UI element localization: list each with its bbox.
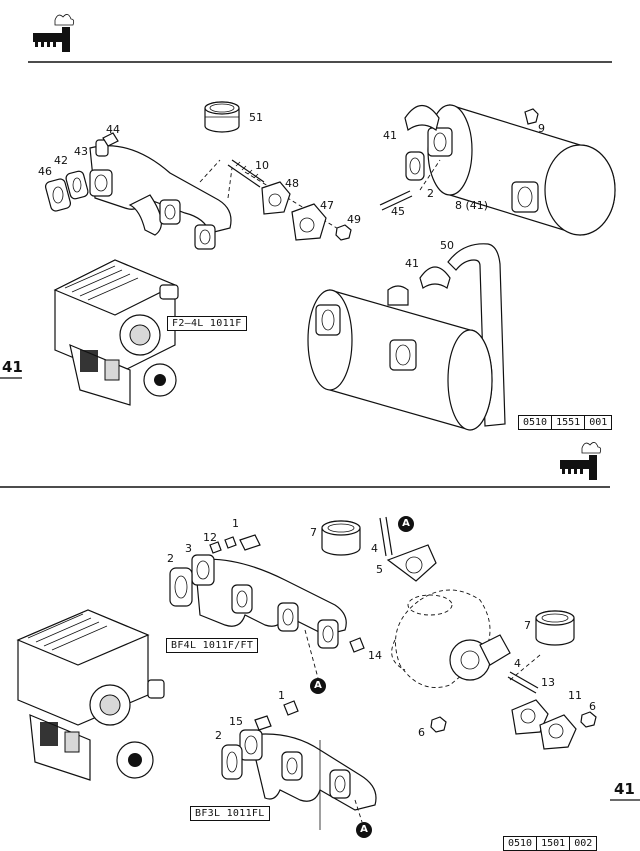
stud-4-lower: [507, 671, 539, 694]
callout-4: 4: [371, 542, 378, 555]
section-number-right: 41: [614, 780, 635, 798]
section-number-left: 41: [2, 358, 23, 376]
seal-ring-51: [204, 101, 240, 133]
callout-4-lower: 4: [514, 657, 521, 670]
callout-9: 9: [538, 122, 545, 135]
catalog-footer-icon-top: [560, 442, 602, 480]
callout-5: 5: [376, 563, 383, 576]
callout-2-bf3l: 2: [215, 729, 222, 742]
callout-13: 13: [541, 676, 555, 689]
callout-42: 42: [54, 154, 68, 167]
stud-4-upper: [379, 516, 393, 557]
plug-14: [349, 637, 365, 653]
engine-label-bf4l: BF4L 1011F/FT: [166, 638, 259, 653]
marker-a-lower: A: [356, 822, 372, 838]
catalog-header-icon: [33, 14, 75, 52]
muffler-lower-top: [307, 285, 493, 431]
callout-2-bottom: 2: [167, 552, 174, 565]
callout-6-lower: 6: [418, 726, 425, 739]
exhaust-manifold-bf4l: [191, 534, 347, 649]
flange-11: [539, 714, 577, 750]
plug-1-bf3l: [283, 700, 299, 716]
callout-47: 47: [320, 199, 334, 212]
callout-48: 48: [285, 177, 299, 190]
muffler-top: [427, 104, 616, 236]
clamp-41: [404, 104, 440, 132]
callout-41-lower: 41: [405, 257, 419, 270]
seal-ring-7-lower: [535, 610, 575, 646]
callout-12: 12: [203, 531, 217, 544]
engine-illustration-bottom: [16, 609, 165, 781]
callout-44: 44: [106, 123, 120, 136]
exhaust-manifold-bf3l: [239, 715, 377, 811]
clamp-41-lower: [419, 266, 451, 289]
callout-1-bf3l: 1: [278, 689, 285, 702]
gasket-2-bottom: [169, 567, 193, 607]
callout-1: 1: [232, 517, 239, 530]
nut-6: [580, 711, 597, 728]
stud-45: [379, 190, 413, 211]
callout-3: 3: [185, 542, 192, 555]
nut-6-lower: [430, 716, 447, 733]
flange-5: [386, 544, 437, 582]
callout-50: 50: [440, 239, 454, 252]
callout-7-lower: 7: [524, 619, 531, 632]
callout-14: 14: [368, 649, 382, 662]
engine-label-bf3l: BF3L 1011FL: [190, 806, 270, 821]
callout-15: 15: [229, 715, 243, 728]
gasket-2-bf3l: [221, 744, 243, 780]
exhaust-manifold-top: [89, 139, 232, 250]
callout-7: 7: [310, 526, 317, 539]
marker-a-middle: A: [310, 678, 326, 694]
flange-47: [291, 203, 327, 241]
gasket-2: [405, 151, 425, 181]
callout-2: 2: [427, 187, 434, 200]
marker-a-upper: A: [398, 516, 414, 532]
engine-illustration-top: [53, 259, 179, 406]
callout-46: 46: [38, 165, 52, 178]
callout-49: 49: [347, 213, 361, 226]
gasket-48: [261, 181, 291, 215]
callout-41: 41: [383, 129, 397, 142]
callout-11: 11: [568, 689, 582, 702]
nut-49: [335, 224, 352, 241]
callout-51: 51: [249, 111, 263, 124]
seal-ring-7-upper: [321, 520, 361, 556]
callout-8-41: 8 (41): [455, 199, 489, 212]
callout-45: 45: [391, 205, 405, 218]
stud-10: [227, 159, 265, 188]
callout-43: 43: [74, 145, 88, 158]
turbocharger: [391, 589, 511, 688]
engine-label-f2-4l: F2–4L 1011F: [167, 316, 247, 331]
gaskets-top-left: [44, 132, 119, 212]
callout-6-right: 6: [589, 700, 596, 713]
callout-10: 10: [255, 159, 269, 172]
